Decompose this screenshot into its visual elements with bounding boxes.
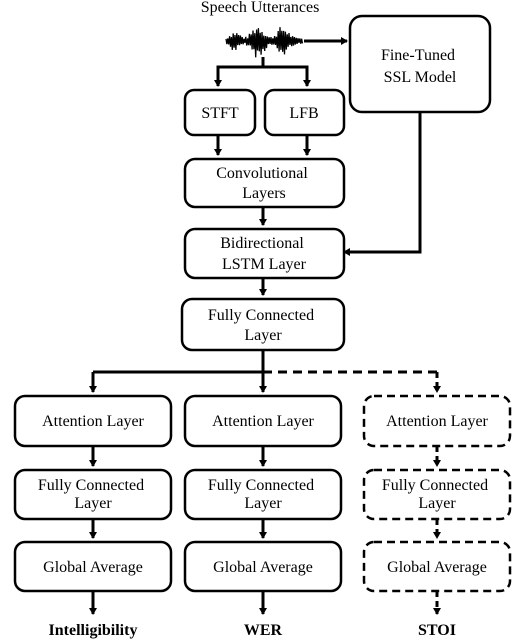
h3-pool-label: Global Average [387, 559, 487, 576]
stft-box: STFT [183, 88, 257, 137]
h1-pool-label: Global Average [43, 559, 143, 576]
lfb-box: LFB [263, 88, 346, 137]
h1-fc-box: Fully Connected Layer [13, 468, 173, 521]
h2-fc-label: Fully Connected Layer [208, 477, 318, 512]
h2-attention-label: Attention Layer [212, 413, 314, 430]
connector-split-top [216, 65, 309, 80]
h2-attention-box: Attention Layer [183, 394, 343, 448]
input-label: Speech Utterances [201, 0, 320, 16]
output-stoi: STOI [418, 622, 456, 639]
bilstm-label: Bidirectional LSTM Layer [220, 235, 308, 273]
h1-attention-box: Attention Layer [13, 394, 173, 448]
stft-label: STFT [201, 105, 239, 122]
head-intelligibility: Attention Layer Fully Connected Layer Gl… [13, 394, 173, 639]
h3-fc-box: Fully Connected Layer [362, 468, 512, 521]
h3-attention-box: Attention Layer [362, 394, 512, 448]
connector-ssl-to-bilstm [343, 112, 422, 256]
ssl-model-box: Fine-Tuned SSL Model [348, 14, 492, 114]
h1-pool-box: Global Average [13, 540, 173, 593]
connectors [89, 37, 441, 615]
shared-fc-box: Fully Connected Layer [180, 297, 346, 352]
ssl-model-label: Fine-Tuned SSL Model [381, 47, 459, 86]
shared-fc-label: Fully Connected Layer [208, 307, 318, 344]
conv-layers-label: Convolutional Layers [216, 165, 312, 202]
h1-fc-label: Fully Connected Layer [38, 477, 148, 512]
h2-pool-label: Global Average [213, 559, 313, 576]
head-stoi: Attention Layer Fully Connected Layer Gl… [362, 394, 512, 639]
lfb-label: LFB [289, 105, 318, 122]
h2-pool-box: Global Average [183, 540, 343, 593]
h3-pool-box: Global Average [362, 540, 512, 593]
output-wer: WER [244, 622, 283, 639]
h3-attention-label: Attention Layer [386, 413, 488, 430]
output-intelligibility: Intelligibility [49, 622, 138, 639]
h1-attention-label: Attention Layer [42, 413, 144, 430]
h3-fc-label: Fully Connected Layer [382, 477, 492, 512]
conv-layers-box: Convolutional Layers [183, 157, 346, 209]
h2-fc-box: Fully Connected Layer [183, 468, 343, 521]
bilstm-box: Bidirectional LSTM Layer [183, 227, 346, 280]
head-wer: Attention Layer Fully Connected Layer Gl… [183, 394, 343, 639]
waveform-icon [225, 27, 304, 58]
